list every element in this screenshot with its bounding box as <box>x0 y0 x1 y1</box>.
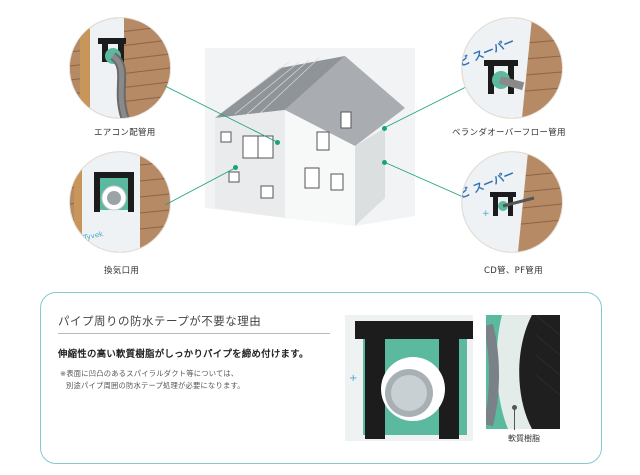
aircon-label: エアコン配管用 <box>94 128 156 138</box>
product-photo-closeup <box>486 315 560 429</box>
overflow-detail-image: ビ スーパー <box>462 18 562 118</box>
connector-lines <box>164 85 471 206</box>
title-divider <box>58 333 330 334</box>
marker-aircon <box>275 140 280 145</box>
cd-pipe-label: CD管、PF管用 <box>484 266 543 276</box>
panel-note-line2: 別途パイプ周囲の防水テープ処理が必要になります。 <box>66 381 245 390</box>
aircon-detail-image <box>70 18 170 118</box>
panel-title: パイプ周りの防水テープが不要な理由 <box>58 314 262 328</box>
marker-vent <box>233 165 238 170</box>
resin-pointer-line <box>514 408 515 430</box>
house-illustration <box>205 48 415 233</box>
svg-text:+: + <box>349 373 357 384</box>
panel-lead-text: 伸縮性の高い軟質樹脂がしっかりパイプを締め付けます。 <box>58 349 309 360</box>
panel-note-line1: ※表面に凹凸のあるスパイラルダクト等については、 <box>60 369 239 378</box>
cd-pipe-detail-image: ビ スーパー + <box>462 152 562 252</box>
product-photo-pipe: + <box>345 315 473 441</box>
marker-overflow <box>382 126 387 131</box>
vent-label: 換気口用 <box>104 266 140 276</box>
resin-pointer-dot <box>512 405 517 410</box>
resin-label: 軟質樹脂 <box>508 434 540 443</box>
overflow-label: ベランダオーバーフロー管用 <box>452 128 566 138</box>
svg-text:+: + <box>482 209 490 219</box>
vent-detail-image: Tyvek <box>70 152 170 252</box>
